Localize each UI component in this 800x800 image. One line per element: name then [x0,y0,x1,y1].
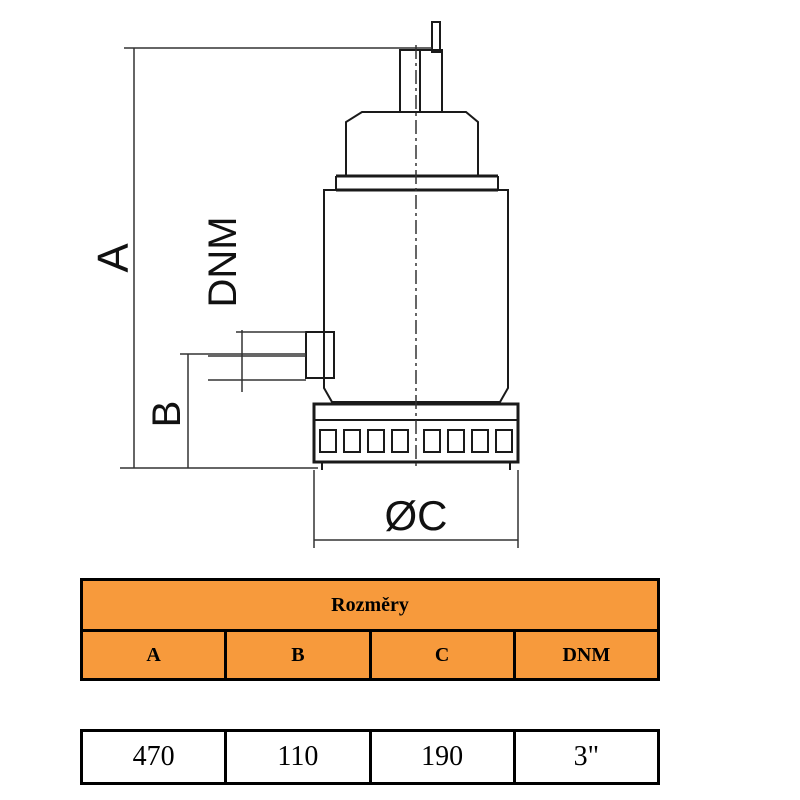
cable-stub [431,21,441,53]
label-b: B [145,401,189,428]
pump-dimension-drawing: A B DNM ØC [89,21,520,548]
value-dnm: 3" [512,729,661,785]
header-a: A [79,629,228,681]
value-c: 190 [368,729,516,785]
header-b: B [224,629,372,681]
motor-cap [345,111,479,177]
header-dnm: DNM [512,629,661,681]
dimensions-header-table: Rozměry A B C DNM [79,578,661,681]
table-title: Rozměry [80,578,660,632]
label-c: ØC [385,492,448,539]
strainer-slots [319,429,513,453]
outlet-stub [305,331,335,379]
pump-body [323,189,509,403]
label-a: A [89,243,138,273]
label-dnm: DNM [201,216,245,307]
dimensions-values-table: 470 110 190 3" [79,729,661,785]
header-c: C [368,629,516,681]
value-b: 110 [224,729,372,785]
value-a: 470 [79,729,228,785]
